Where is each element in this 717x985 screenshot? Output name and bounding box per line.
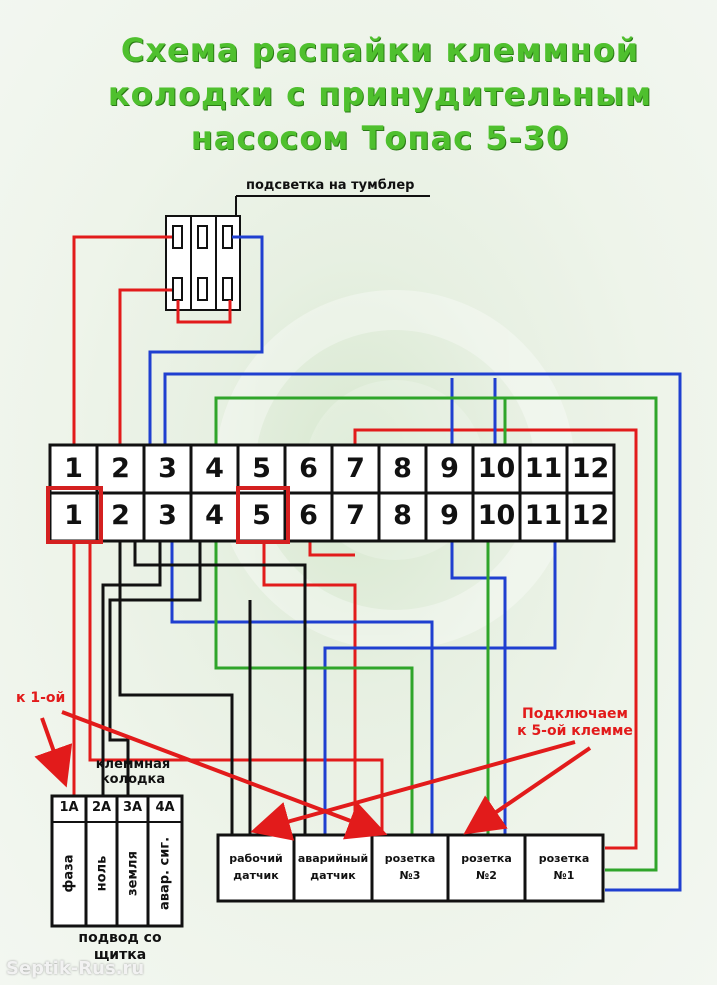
supply-terminal-id: 4A xyxy=(155,800,175,815)
highlight-terminal-5 xyxy=(236,486,290,544)
device-label: №1 xyxy=(553,869,575,882)
device-label: розетка xyxy=(538,852,590,865)
highlight-terminal-1 xyxy=(46,486,103,544)
device-label: датчик xyxy=(310,869,356,882)
device-label: рабочий xyxy=(229,852,283,865)
terminal-number-bottom: 5 xyxy=(252,500,271,531)
title-line-3: насосом Топас 5-30 xyxy=(190,119,570,157)
terminal-number-bottom: 11 xyxy=(524,500,563,531)
terminal-number-bottom: 10 xyxy=(477,500,516,531)
terminal-number-bottom: 7 xyxy=(346,500,365,531)
title-line-2: колодки с принудительным xyxy=(107,75,653,113)
device-label: №3 xyxy=(399,869,421,882)
annotation-left: к 1-ой xyxy=(16,690,66,706)
terminal-number-top: 8 xyxy=(393,453,412,484)
green-wires xyxy=(214,396,658,872)
terminal-number-top: 1 xyxy=(64,453,83,484)
terminal-number-top: 11 xyxy=(524,453,563,484)
terminal-number-bottom: 2 xyxy=(111,500,130,531)
terminal-number-top: 9 xyxy=(440,453,459,484)
device-row xyxy=(216,833,605,903)
terminal-number-top: 5 xyxy=(252,453,271,484)
terminal-number-top: 2 xyxy=(111,453,130,484)
supply-block xyxy=(50,794,184,928)
supply-terminal-name: ноль xyxy=(94,855,109,892)
terminal-number-bottom: 3 xyxy=(158,500,177,531)
terminal-number-bottom: 8 xyxy=(393,500,412,531)
terminal-number-bottom: 4 xyxy=(205,500,224,531)
device-label: №2 xyxy=(476,869,497,882)
supply-terminal-name: фаза xyxy=(61,854,77,893)
terminal-number-bottom: 9 xyxy=(440,500,459,531)
device-label: датчик xyxy=(233,869,279,882)
terminal-number-top: 10 xyxy=(477,453,516,484)
terminal-strip xyxy=(46,443,616,544)
watermark: Septik-Rus.ru xyxy=(6,958,145,979)
blue-wires xyxy=(148,235,682,892)
terminal-number-top: 3 xyxy=(158,453,177,484)
device-label: розетка xyxy=(384,852,436,865)
black-wires xyxy=(101,540,307,835)
supply-terminal-id: 3A xyxy=(122,800,143,815)
terminal-number-bottom: 12 xyxy=(571,500,610,531)
switch-block xyxy=(165,215,241,311)
terminal-number-top: 7 xyxy=(346,453,365,484)
supply-block-label: клеммная колодка xyxy=(95,757,171,787)
supply-terminal-id: 2A xyxy=(91,800,112,815)
supply-label: подвод со щитка xyxy=(78,930,162,963)
supply-terminal-id: 1A xyxy=(59,800,79,815)
supply-terminal-name: авар. сиг. xyxy=(157,836,173,911)
terminal-number-top: 6 xyxy=(299,453,318,484)
switch-label: подсветка на тумблер xyxy=(246,178,415,193)
annotation-arrows xyxy=(34,710,592,841)
annotation-right: Подключаем к 5-ой клемме xyxy=(517,706,633,739)
supply-terminal-name: земля xyxy=(125,851,140,896)
terminal-number-bottom: 1 xyxy=(64,500,83,531)
terminal-number-bottom: 6 xyxy=(299,500,318,531)
terminal-number-top: 4 xyxy=(205,453,224,484)
device-label: аварийный xyxy=(297,852,369,865)
title-line-1: Схема распайки клеммной xyxy=(120,31,640,69)
device-label: розетка xyxy=(461,852,512,865)
red-wires xyxy=(72,235,638,850)
terminal-number-top: 12 xyxy=(571,453,610,484)
